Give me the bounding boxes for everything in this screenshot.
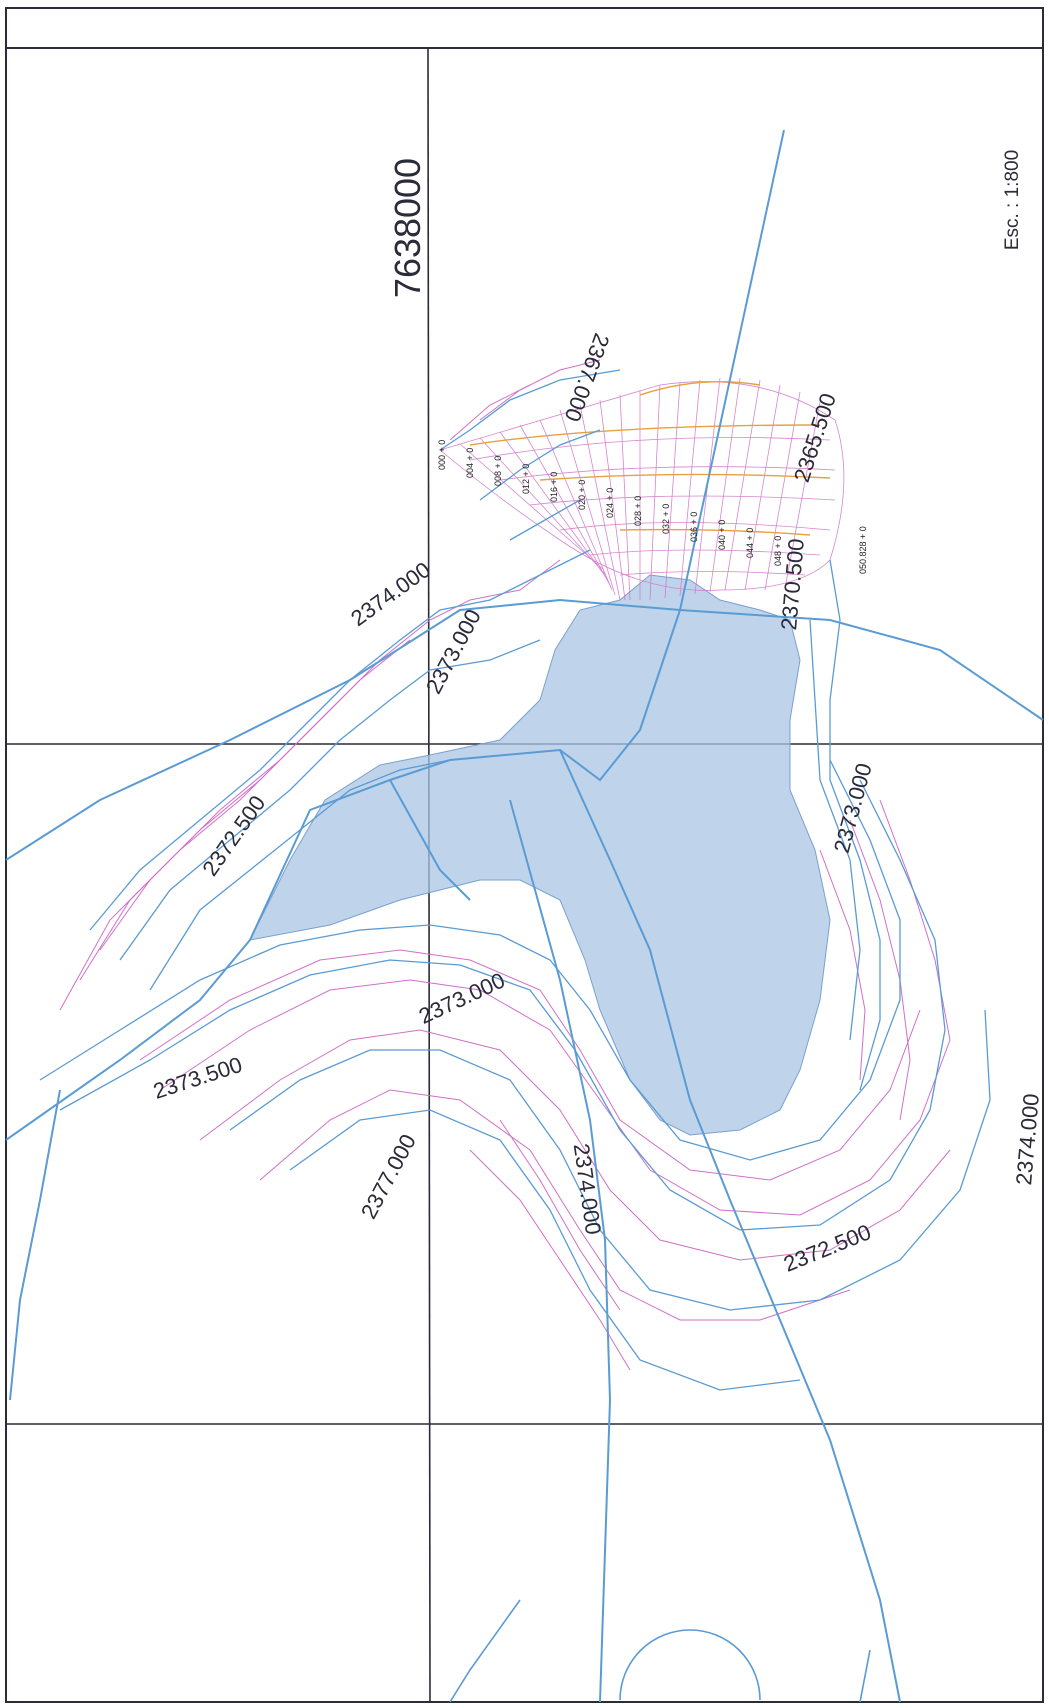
chainage-labels: 000 + 0 004 + 0 008 + 0 012 + 0 016 + 0 … — [437, 440, 868, 574]
chainage-label: 008 + 0 — [493, 456, 503, 486]
contour-label: 2373.000 — [829, 761, 877, 856]
survey-lines — [5, 129, 1044, 1703]
chainage-label: 050.828 + 0 — [858, 526, 868, 574]
chainage-label: 024 + 0 — [605, 488, 615, 518]
contour-label: 2372.500 — [780, 1219, 874, 1277]
contour-label: 2365.500 — [789, 390, 841, 485]
map-frame — [5, 7, 1044, 1703]
scale-label: Esc. : 1:800 — [1002, 150, 1023, 250]
chainage-label: 016 + 0 — [549, 472, 559, 502]
chainage-label: 020 + 0 — [577, 480, 587, 510]
chainage-label: 012 + 0 — [521, 464, 531, 494]
contour-label: 2374.000 — [346, 557, 435, 631]
contour-label: 2377.000 — [356, 1130, 421, 1223]
contour-label: 2374.000 — [1011, 1093, 1044, 1187]
chainage-label: 036 + 0 — [689, 512, 699, 542]
chainage-label: 004 + 0 — [465, 448, 475, 478]
bottom-structure — [449, 1599, 871, 1703]
contour-label: 2372.500 — [197, 791, 270, 881]
chainage-label: 044 + 0 — [745, 528, 755, 558]
coordinate-label: 7638000 — [387, 158, 428, 298]
chainage-label: 028 + 0 — [633, 496, 643, 526]
contour-label: 2374.000 — [569, 1142, 607, 1236]
chainage-label: 032 + 0 — [661, 504, 671, 534]
contour-label: 2367.000 — [560, 330, 615, 425]
chainage-label: 048 + 0 — [773, 536, 783, 566]
chainage-label: 040 + 0 — [717, 520, 727, 550]
orange-lines — [469, 380, 831, 536]
contour-label: 2373.500 — [150, 1052, 245, 1104]
contour-label: 2373.000 — [421, 605, 486, 698]
shaded-area — [249, 574, 831, 1136]
chainage-label: 000 + 0 — [437, 440, 447, 470]
